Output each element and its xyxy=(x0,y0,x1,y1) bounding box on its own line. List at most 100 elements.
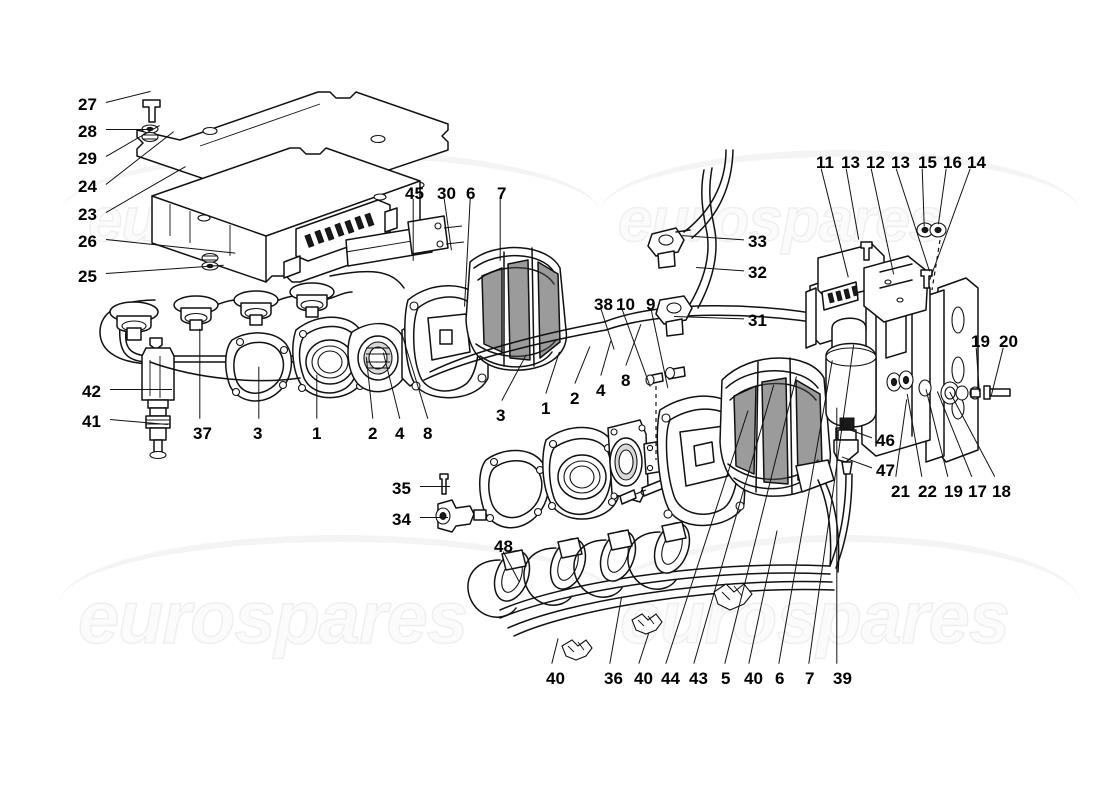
callout-number-13: 13 xyxy=(841,153,860,172)
callout-leader-42 xyxy=(110,389,172,391)
clamp-30 xyxy=(407,215,465,255)
callout-number-2: 2 xyxy=(368,424,378,443)
callout-leader-39 xyxy=(836,407,838,664)
callout-number-7: 7 xyxy=(497,184,507,203)
callout-leader-35 xyxy=(420,486,450,488)
callout-number-30: 30 xyxy=(437,184,456,203)
callout-number-22: 22 xyxy=(918,482,937,501)
callout-number-26: 26 xyxy=(78,232,97,251)
ignition-bracket-14 xyxy=(925,277,979,463)
washer-19a xyxy=(918,379,932,397)
callout-number-8: 8 xyxy=(621,371,631,390)
ecu-nut-29 xyxy=(141,131,159,143)
callout-leader-37 xyxy=(199,328,201,419)
watermark-text: eurospares xyxy=(77,575,468,660)
callout-number-37: 37 xyxy=(193,424,212,443)
callout-number-47: 47 xyxy=(876,461,895,480)
watermark-swoosh-top-right xyxy=(600,150,1080,277)
callout-number-11: 11 xyxy=(816,153,834,172)
air-filter-left-7 xyxy=(465,246,568,371)
callout-number-8: 8 xyxy=(423,424,433,443)
throttle-ring-center-2 xyxy=(607,419,649,503)
callout-number-17: 17 xyxy=(968,482,987,501)
callout-number-10: 10 xyxy=(616,295,635,314)
ecu-washer-26 xyxy=(201,252,219,264)
callout-leader-28 xyxy=(106,129,148,131)
throttle-body-center-1 xyxy=(542,426,619,520)
callout-number-43: 43 xyxy=(689,669,708,688)
callout-number-2: 2 xyxy=(570,389,580,408)
callout-leader-3 xyxy=(258,366,260,419)
plug-cap-4 xyxy=(627,521,691,590)
washer-22 xyxy=(898,370,914,390)
distributor-body xyxy=(825,317,877,449)
watermark-swoosh-bottom-right xyxy=(600,535,1080,672)
sensor-34 xyxy=(435,499,487,533)
callout-number-12: 12 xyxy=(866,153,885,172)
plug-cap-2 xyxy=(523,537,587,606)
ecu-bolt-27 xyxy=(142,99,161,123)
callout-number-19: 19 xyxy=(971,332,990,351)
callout-number-6: 6 xyxy=(466,184,476,203)
injector-42 xyxy=(141,337,175,409)
callout-number-31: 31 xyxy=(748,311,767,330)
washer-18 xyxy=(955,385,969,401)
callout-leader-45 xyxy=(412,198,414,261)
callout-number-5: 5 xyxy=(721,669,731,688)
bolt-20 xyxy=(983,385,1011,400)
plug-cap-3 xyxy=(573,529,637,598)
bolt-9 xyxy=(664,366,686,380)
callout-number-28: 28 xyxy=(78,122,97,141)
callout-number-46: 46 xyxy=(876,431,895,450)
callout-number-13: 13 xyxy=(891,153,910,172)
throttle-ring-left-2 xyxy=(347,322,407,393)
callout-number-7: 7 xyxy=(805,669,815,688)
callout-number-38: 38 xyxy=(594,295,613,314)
callout-number-23: 23 xyxy=(78,205,97,224)
callout-number-14: 14 xyxy=(967,153,986,172)
callout-number-9: 9 xyxy=(646,295,656,314)
callout-number-41: 41 xyxy=(82,412,101,431)
callout-number-16: 16 xyxy=(943,153,962,172)
callout-number-18: 18 xyxy=(992,482,1011,501)
callout-number-32: 32 xyxy=(748,263,767,282)
callout-number-42: 42 xyxy=(82,382,101,401)
bolt-13-upper xyxy=(860,241,873,261)
callout-number-1: 1 xyxy=(312,424,322,443)
callout-number-27: 27 xyxy=(78,95,97,114)
callout-number-33: 33 xyxy=(748,232,767,251)
washer-16 xyxy=(929,222,947,238)
clip-40-c xyxy=(713,583,753,611)
callout-number-29: 29 xyxy=(78,149,97,168)
bolt-35 xyxy=(439,473,449,495)
callout-number-40: 40 xyxy=(744,669,763,688)
plug-cap-1 xyxy=(467,549,531,618)
sensor-33 xyxy=(647,227,691,269)
gasket-center-3 xyxy=(479,449,550,529)
callout-number-40: 40 xyxy=(634,669,653,688)
callout-number-6: 6 xyxy=(775,669,785,688)
callout-number-3: 3 xyxy=(253,424,263,443)
callout-number-24: 24 xyxy=(78,177,97,196)
clip-40-a xyxy=(561,639,593,661)
clip-40-b xyxy=(631,613,663,635)
callout-number-4: 4 xyxy=(596,381,606,400)
callout-number-39: 39 xyxy=(833,669,852,688)
watermark-swoosh-bottom xyxy=(60,535,620,672)
air-filter-center-7 xyxy=(719,357,835,497)
callout-leader-7 xyxy=(499,198,501,261)
sensor-31 xyxy=(655,295,693,337)
callout-number-19: 19 xyxy=(944,482,963,501)
callout-leader-1 xyxy=(316,374,318,419)
callout-number-15: 15 xyxy=(918,153,937,172)
callout-number-4: 4 xyxy=(395,424,405,443)
callout-number-3: 3 xyxy=(496,406,506,425)
callout-number-34: 34 xyxy=(392,510,411,529)
callout-leader-34 xyxy=(420,517,448,519)
callout-number-44: 44 xyxy=(661,669,680,688)
callout-number-35: 35 xyxy=(392,479,411,498)
callout-number-40: 40 xyxy=(546,669,565,688)
spark-plug-41 xyxy=(145,407,171,460)
